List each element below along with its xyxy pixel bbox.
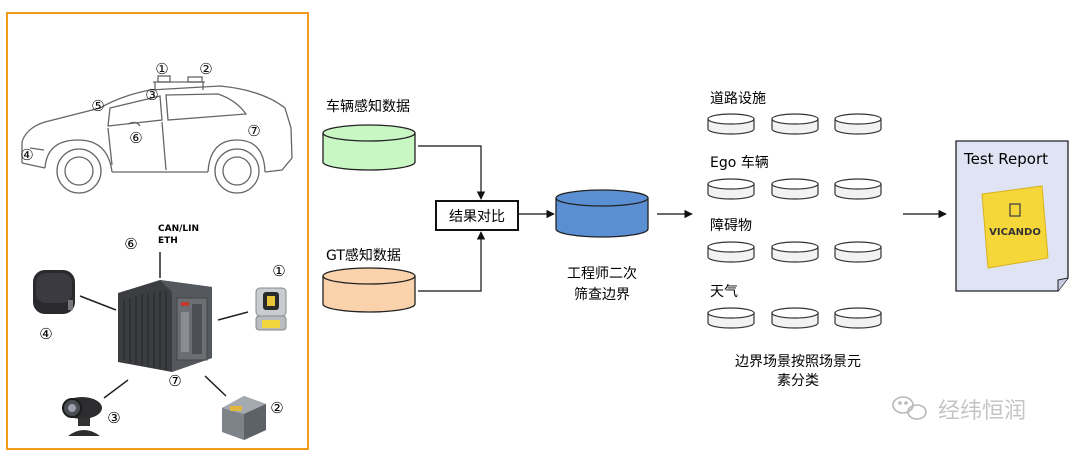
camera-device <box>62 397 102 436</box>
category-disk <box>707 113 755 135</box>
category-disk <box>771 178 819 200</box>
vehicle-marker-3: ③ <box>145 86 158 104</box>
category-disk <box>707 178 755 200</box>
bus-label-can-lin: CAN/LIN <box>158 224 199 234</box>
engineer-db-cylinder <box>555 189 649 238</box>
hardware-panel-border <box>6 12 309 450</box>
category-disks <box>707 113 882 329</box>
category-disk <box>834 113 882 135</box>
vehicle-marker-5: ⑤ <box>91 97 104 115</box>
vehicle-markers: ① ② ③ ④ ⑤ ⑥ ⑦ <box>20 60 260 164</box>
radar-device <box>33 270 75 314</box>
vehicle-marker-4: ④ <box>20 146 33 164</box>
vehicle-marker-7: ⑦ <box>247 122 260 140</box>
category-caption-line2: 素分类 <box>777 373 819 389</box>
engineer-label-line2: 筛查边界 <box>574 287 630 303</box>
car-illustration <box>21 75 293 194</box>
category-disk <box>771 241 819 263</box>
camera-link-line <box>103 379 129 399</box>
vicando-logo <box>981 185 1049 269</box>
device-marker-radar: ④ <box>39 325 52 343</box>
vehicle-to-compare-arrow <box>418 145 486 200</box>
category-label-weather: 天气 <box>710 284 738 300</box>
vehicle-marker-6: ⑥ <box>129 129 142 147</box>
category-label-road: 道路设施 <box>710 91 766 107</box>
bus-label-eth: ETH <box>158 236 178 246</box>
imu-device <box>222 396 266 440</box>
gt-to-compare-arrow <box>418 231 486 292</box>
category-label-ego: Ego 车辆 <box>710 154 769 171</box>
category-disk <box>771 307 819 329</box>
vehicle-db-cylinder <box>322 124 416 171</box>
device-marker-bus: ⑥ <box>124 235 137 253</box>
category-caption-line1: 边界场景按照场景元 <box>735 354 861 370</box>
lidar-link-line <box>217 311 249 321</box>
wechat-icon <box>892 396 927 420</box>
compare-box-label: 结果对比 <box>449 209 505 225</box>
computer-unit <box>118 280 212 372</box>
category-label-obstacle: 障碍物 <box>710 218 752 234</box>
category-disk <box>834 241 882 263</box>
imu-link-line <box>204 375 227 397</box>
category-disk <box>707 307 755 329</box>
radar-link-line <box>79 295 117 311</box>
lidar-device <box>255 287 287 331</box>
category-disk <box>834 178 882 200</box>
device-marker-lidar: ① <box>272 262 285 280</box>
category-disk <box>707 241 755 263</box>
device-marker-imu: ② <box>270 399 283 417</box>
gt-db-label: GT感知数据 <box>326 247 401 264</box>
compare-box <box>435 200 519 231</box>
vehicle-db-label: 车辆感知数据 <box>326 98 410 115</box>
device-marker-camera: ③ <box>107 409 120 427</box>
watermark-text: 经纬恒润 <box>938 399 1026 424</box>
test-report-title: Test Report <box>963 150 1048 168</box>
category-disk <box>771 113 819 135</box>
vehicle-marker-1: ① <box>155 60 168 78</box>
category-disk <box>834 307 882 329</box>
device-marker-computer: ⑦ <box>168 372 181 390</box>
engineer-label-line1: 工程师二次 <box>567 266 637 282</box>
vehicle-marker-2: ② <box>199 60 212 78</box>
vicando-logo-text: VICANDO <box>989 227 1041 238</box>
gt-db-cylinder <box>322 267 416 313</box>
